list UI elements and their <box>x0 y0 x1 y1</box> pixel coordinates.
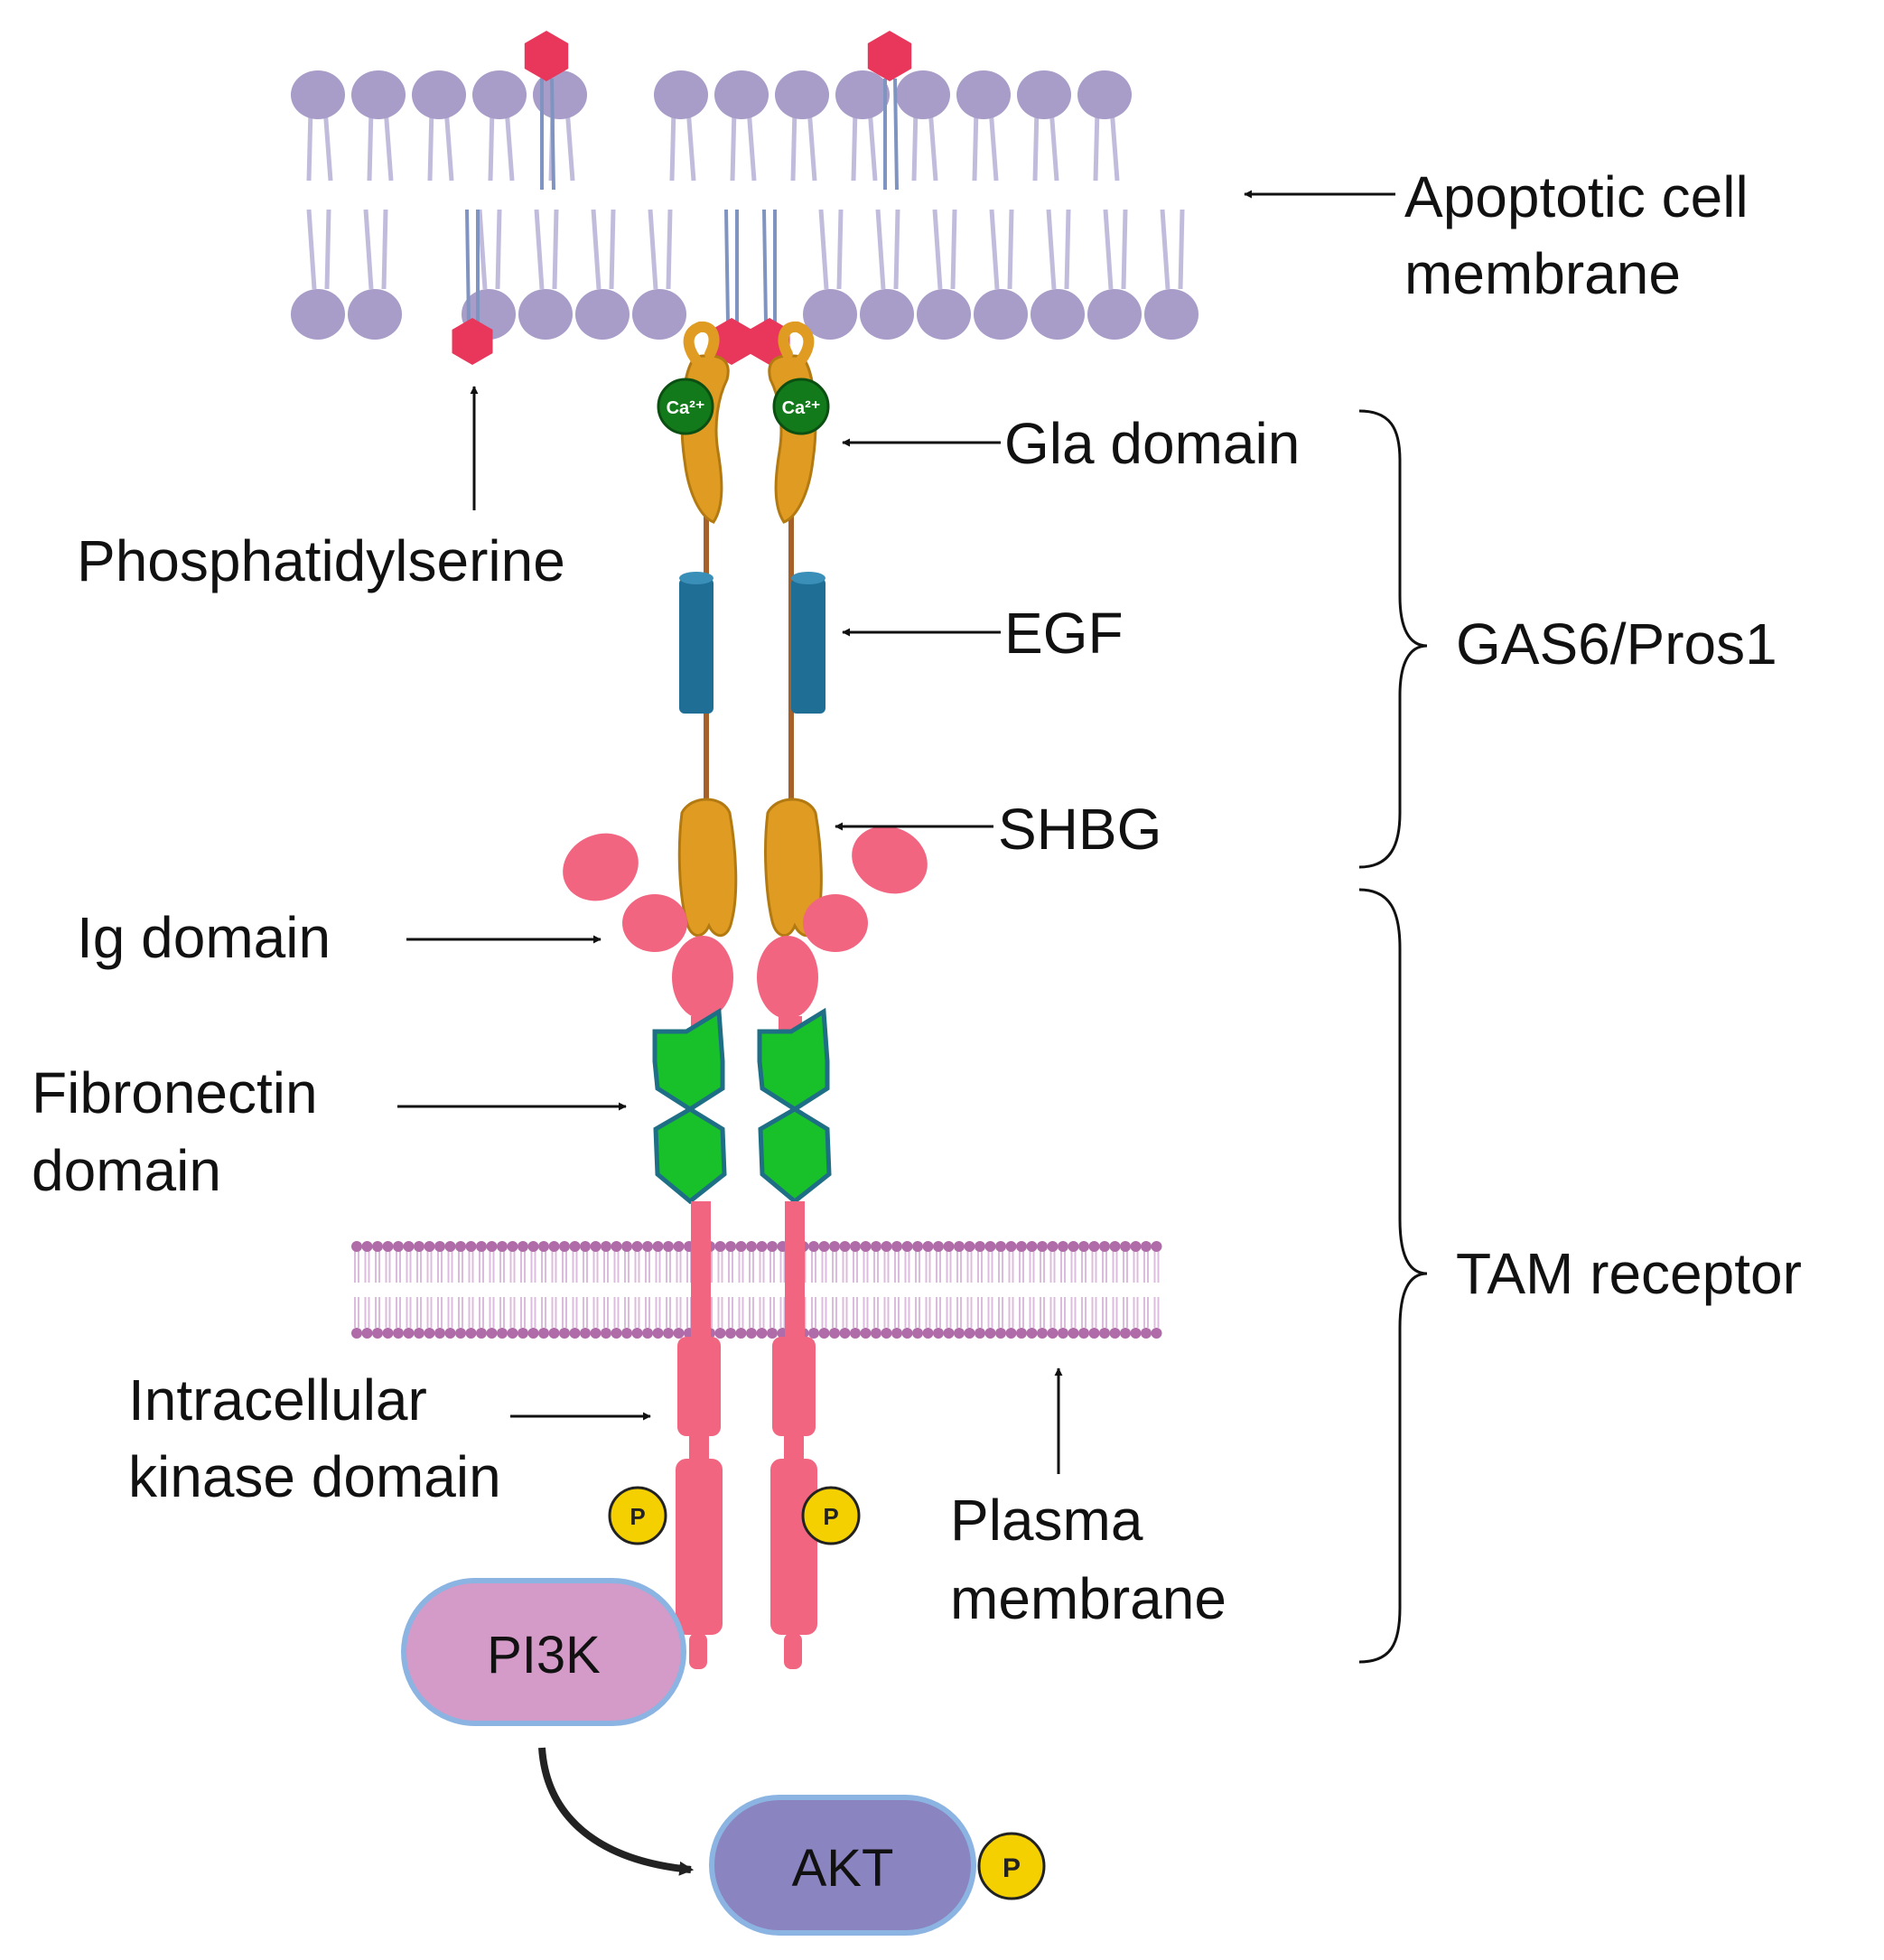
gla-hook-left <box>683 321 720 367</box>
gas6-pros1-label: GAS6/Pros1 <box>1456 611 1777 677</box>
phosphatidylserine-molecules <box>452 31 912 365</box>
gas6-ligand-left <box>677 321 738 938</box>
svg-text:P: P <box>1003 1853 1021 1883</box>
svg-text:Ca²⁺: Ca²⁺ <box>667 398 705 418</box>
shbg-domain-left <box>677 798 738 938</box>
egf-label: EGF <box>1004 601 1124 666</box>
kinase-domain-left-lower <box>676 1459 723 1635</box>
pointer-arrows <box>397 190 1395 1474</box>
phosphate-right: P <box>801 1486 861 1545</box>
gla-domain-label: Gla domain <box>1004 411 1300 476</box>
calcium-ion-left: Ca²⁺ <box>657 378 714 435</box>
svg-text:Ca²⁺: Ca²⁺ <box>782 398 821 418</box>
fibronectin-label-line1: Fibronectin <box>32 1060 318 1125</box>
tam-receptor-label: TAM receptor <box>1456 1241 1802 1306</box>
fibronectin-domain-right-2 <box>758 1106 832 1205</box>
ig-domain-right-inner <box>757 936 818 1019</box>
fibronectin-domain-left-1 <box>652 1007 725 1112</box>
kinase-domain-right-upper <box>772 1337 816 1436</box>
intracellular-label-line2: kinase domain <box>128 1444 501 1509</box>
svg-text:P: P <box>630 1503 645 1530</box>
plasma-label-line1: Plasma <box>950 1488 1143 1553</box>
plasma-label-line2: membrane <box>950 1566 1226 1631</box>
svg-text:P: P <box>823 1503 838 1530</box>
pi3k-protein: PI3K <box>401 1578 686 1726</box>
activation-arrow <box>538 1747 695 1876</box>
shbg-label: SHBG <box>998 797 1161 862</box>
tam-receptor-right <box>757 826 928 1669</box>
gla-hook-right <box>778 321 815 367</box>
fibronectin-domain-left-2 <box>653 1106 727 1205</box>
apoptotic-label-line2: membrane <box>1404 241 1681 306</box>
apoptotic-cell-membrane <box>291 70 1198 340</box>
ig-domain-left-inner <box>672 936 733 1019</box>
pi3k-label: PI3K <box>487 1626 601 1685</box>
akt-label: AKT <box>792 1839 894 1898</box>
ig-domain-left-outer <box>563 833 639 901</box>
kinase-domain-left-upper <box>677 1337 721 1436</box>
tam-brace <box>1358 888 1428 1664</box>
apoptotic-label-line1: Apoptotic cell <box>1404 164 1749 229</box>
egf-domain-right <box>791 578 825 714</box>
ig-domain-right-mid <box>803 894 868 952</box>
gas6-brace <box>1358 409 1428 869</box>
phosphatidylserine-label: Phosphatidylserine <box>77 528 565 593</box>
ig-domain-left-mid <box>622 894 687 952</box>
akt-protein: AKT <box>709 1795 976 1936</box>
phosphate-left: P <box>608 1486 667 1545</box>
ig-domain-label: Ig domain <box>77 905 331 970</box>
fibronectin-label-line2: domain <box>32 1138 221 1203</box>
ig-domain-right-outer <box>852 826 928 894</box>
calcium-ion-right: Ca²⁺ <box>772 378 830 435</box>
egf-domain-left <box>679 578 713 714</box>
intracellular-label-line1: Intracellular <box>128 1367 427 1433</box>
plasma-membrane <box>351 1241 1162 1339</box>
phosphate-akt: P <box>977 1832 1046 1900</box>
kinase-domain-right-lower <box>770 1459 817 1635</box>
tam-receptor-left <box>563 833 733 1669</box>
